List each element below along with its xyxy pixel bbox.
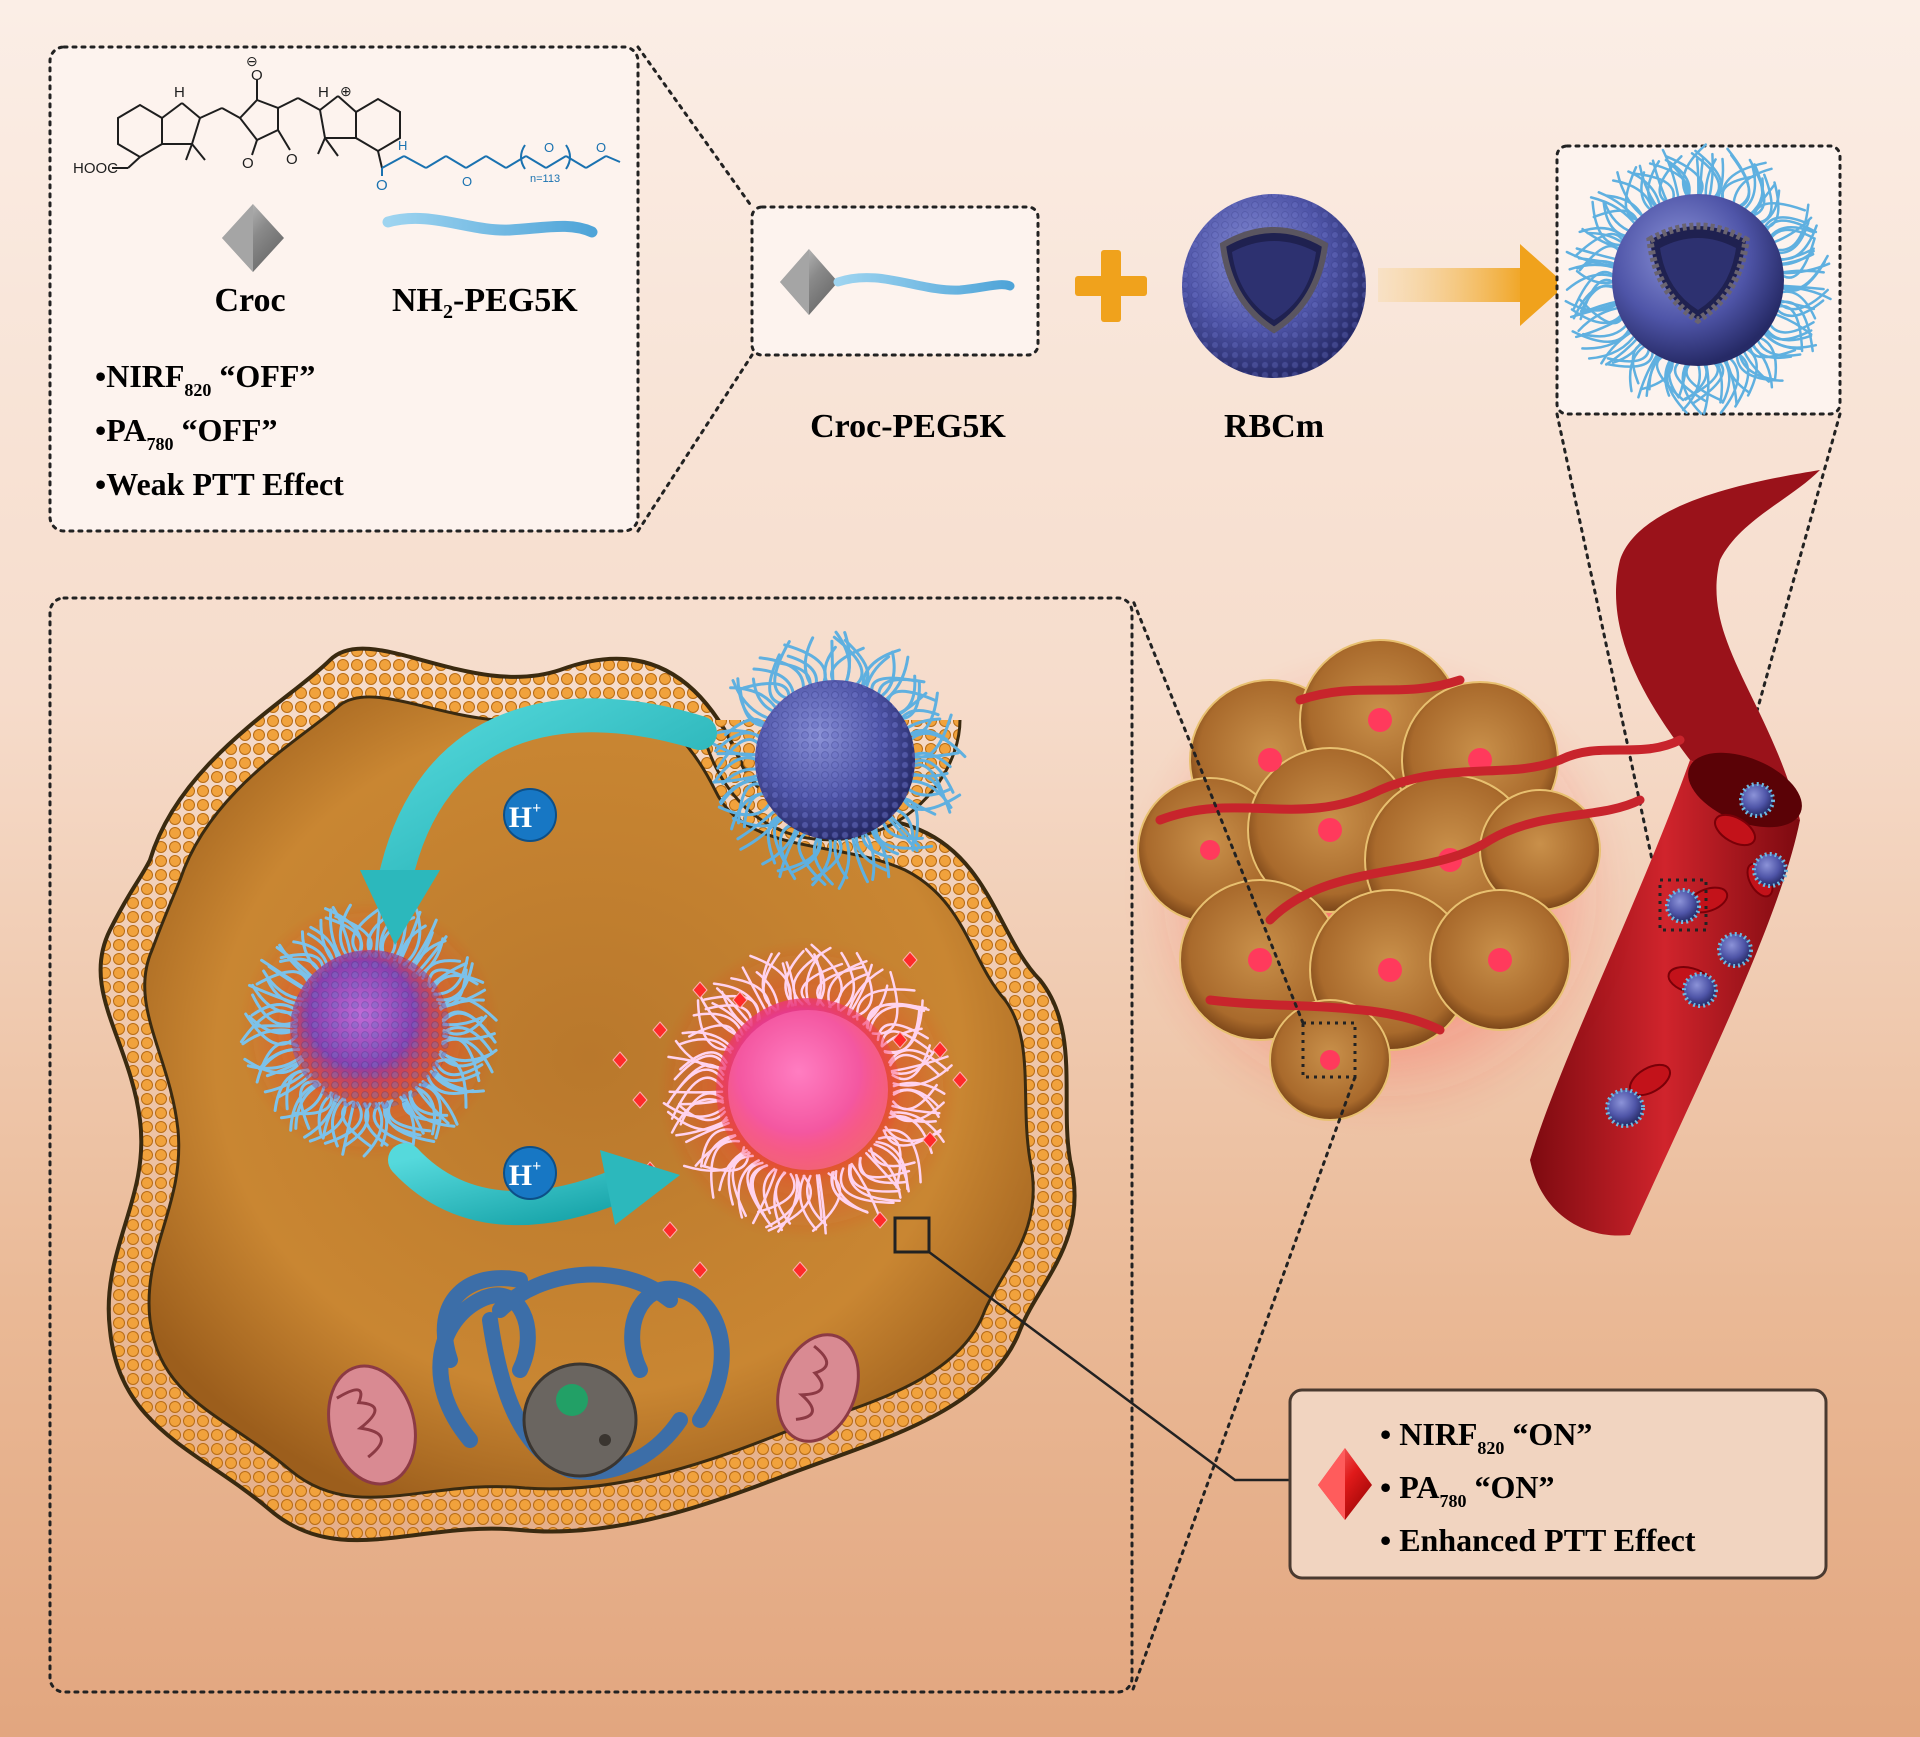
- proton-badge-1: H+: [503, 788, 557, 842]
- proton-2-label: H: [509, 1159, 532, 1192]
- blood-vessel: [1530, 470, 1820, 1236]
- legend-top-box: HOOC H N H N ⊕ ⊖ O O O H N O O O O n=113: [48, 45, 640, 533]
- entering-nanoparticle: [709, 630, 967, 890]
- rbcm-label: RBCm: [1224, 408, 1324, 445]
- legend-top-bullet-ptt: •Weak PTT Effect: [95, 466, 344, 502]
- legend-bottom-bullet-ptt: • Enhanced PTT Effect: [1380, 1522, 1696, 1558]
- red-diamond-mark: [692, 1261, 708, 1279]
- croc-diamond-icon: [222, 204, 284, 272]
- legend-bottom-bullets: • NIRF820 “ON” • PA780 “ON” • Enhanced P…: [1380, 1416, 1696, 1558]
- oxygen-left: O: [242, 155, 254, 172]
- proton-badge-2: H+: [503, 1146, 557, 1200]
- nh2-peg5k-label: NH2-PEG5K: [392, 282, 578, 323]
- plus-icon: [1075, 250, 1147, 322]
- disassembled-nanoparticle: [658, 940, 958, 1240]
- croc-peg5k-box: [750, 205, 1040, 357]
- cancer-cell: [98, 646, 1077, 1543]
- peg-oxygen-2: O: [544, 140, 554, 155]
- red-blood-cells: [1629, 813, 1774, 1097]
- zoom-lines-top: [636, 45, 754, 533]
- legend-bottom-box: • NIRF820 “ON” • PA780 “ON” • Enhanced P…: [1288, 1388, 1828, 1580]
- legend-top-bullet-nirf: •NIRF820 “OFF”: [95, 358, 315, 400]
- zoom-lines-tumor: [1130, 596, 1357, 1694]
- croc-peg-chain-icon: [833, 273, 1015, 295]
- red-diamond-mark: [872, 1211, 888, 1229]
- red-diamond-mark: [662, 1221, 678, 1239]
- mitochondrion-right: [776, 1333, 860, 1443]
- proton-arrow-1: [360, 698, 717, 945]
- chem-labels: HOOC H N H N ⊕ ⊖ O O O H N O O O O n=113: [73, 53, 606, 194]
- croc-chemical-structure: [112, 80, 621, 176]
- red-diamond-mark: [892, 1031, 908, 1049]
- oxygen-right: O: [286, 151, 298, 168]
- nucleus: [522, 1362, 638, 1478]
- svg-text:H+: H+: [509, 800, 541, 834]
- peg-oxygen-3: O: [596, 140, 606, 155]
- svg-text:H+: H+: [509, 1158, 541, 1192]
- plus-charge: ⊕: [340, 83, 352, 99]
- nh-right-h: H: [318, 84, 329, 101]
- cooh-label: HOOC: [73, 160, 118, 177]
- red-diamond-mark: [792, 1261, 808, 1279]
- legend-top-bullet-pa: •PA780 “OFF”: [95, 412, 277, 454]
- red-diamond-mark: [632, 1091, 648, 1109]
- peg-strand: [773, 640, 794, 702]
- red-diamond-icon: [1318, 1448, 1372, 1520]
- legend-bottom-bullet-nirf: • NIRF820 “ON”: [1380, 1416, 1592, 1458]
- legend-top-bullets: •NIRF820 “OFF” •PA780 “OFF” •Weak PTT Ef…: [95, 358, 344, 502]
- peg-chain-icon: [382, 212, 598, 238]
- red-diamond-mark: [932, 1041, 948, 1059]
- assembly-arrow: [1378, 244, 1566, 326]
- peg-strand: [1695, 157, 1700, 202]
- minus-charge: ⊖: [246, 53, 258, 69]
- legend-connector-line: [928, 1250, 1290, 1482]
- amide-oxygen: O: [376, 177, 388, 194]
- legend-bottom-bullet-pa: • PA780 “ON”: [1380, 1469, 1554, 1511]
- red-diamond-mark: [952, 1071, 968, 1089]
- swelling-nanoparticle: [239, 900, 500, 1160]
- proton-1-label: H: [509, 801, 532, 834]
- tumor-mass: [1137, 639, 1685, 1121]
- tumor-zoom-marker: [1301, 1021, 1357, 1079]
- red-diamond-mark: [692, 981, 708, 999]
- coated-nanoparticle-box: [1555, 143, 1842, 416]
- mitochondrion-left: [327, 1364, 417, 1486]
- released-croc-diamonds: [612, 951, 968, 1279]
- red-diamond-mark: [732, 991, 748, 1009]
- rbcm-sphere: [1182, 194, 1366, 378]
- red-diamond-mark: [612, 1051, 628, 1069]
- endoplasmic-reticulum: [432, 1266, 730, 1480]
- croc-peg5k-label: Croc-PEG5K: [810, 408, 1006, 445]
- red-diamond-mark: [652, 1021, 668, 1039]
- peg-strand: [891, 674, 917, 716]
- proton-arrow-2: [388, 1143, 680, 1226]
- amide-h: H: [398, 138, 407, 153]
- nh-left-h: H: [174, 84, 185, 101]
- cell-box: [48, 596, 1134, 1694]
- croc-label: Croc: [214, 282, 285, 319]
- vessel-nanoparticles: [1605, 782, 1788, 1128]
- oxygen-top: O: [251, 67, 263, 84]
- red-diamond-mark: [902, 951, 918, 969]
- tumor-capillaries: [1155, 675, 1685, 1035]
- cell-zoom-marker: [893, 1216, 931, 1254]
- peg-repeat-n: n=113: [530, 173, 560, 185]
- peg-oxygen-1: O: [462, 174, 472, 189]
- red-diamond-mark: [922, 1131, 938, 1149]
